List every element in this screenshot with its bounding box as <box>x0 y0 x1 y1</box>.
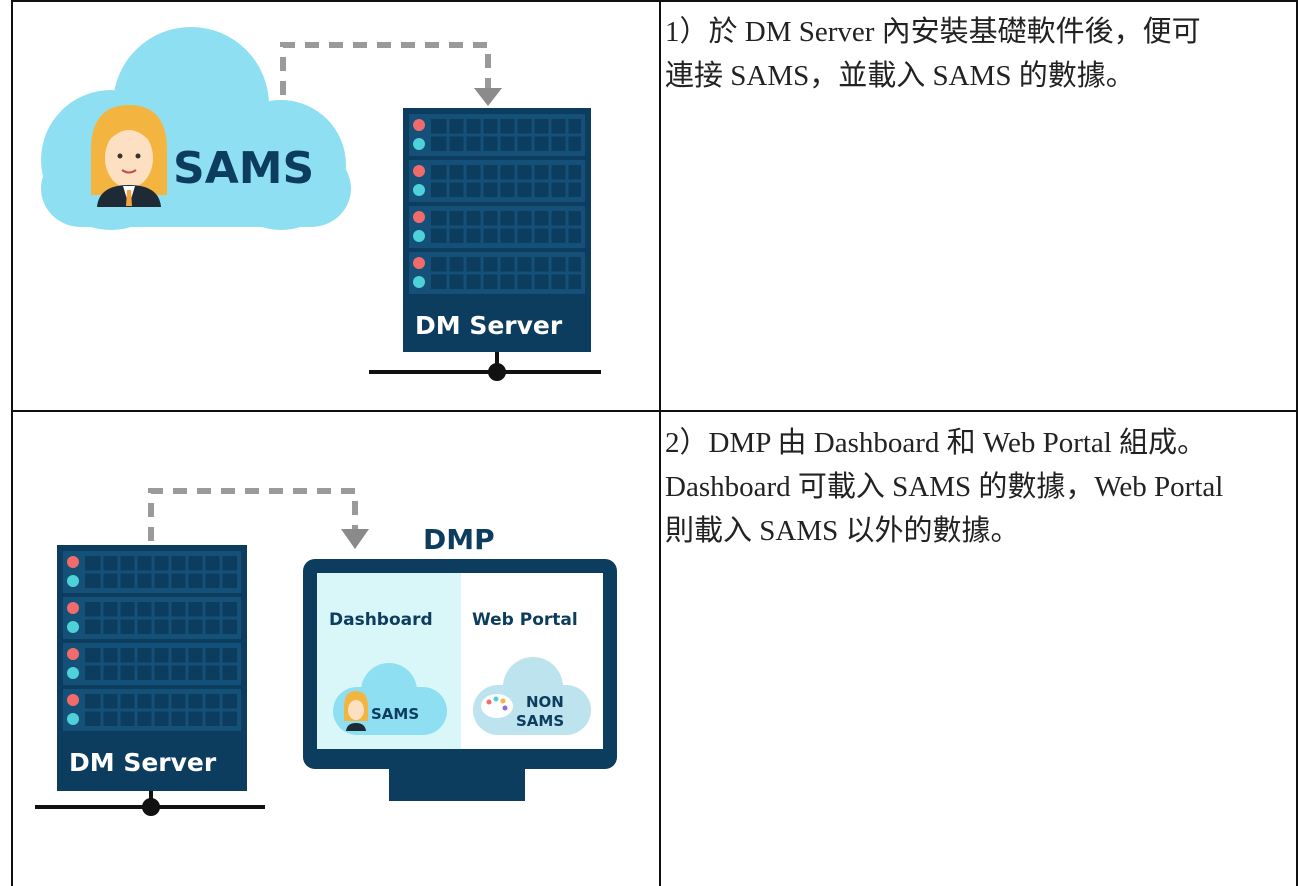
non-sams-label: SAMS <box>516 712 564 730</box>
server-unit <box>63 643 241 685</box>
arrow-down-icon <box>474 88 502 106</box>
monitor-title: DMP <box>423 523 495 556</box>
server-label: DM Server <box>69 748 217 777</box>
cloud-icon <box>41 27 351 230</box>
description-2-line-2: Dashboard 可載入 SAMS 的數據，Web Portal <box>665 471 1224 503</box>
dashboard-label: Dashboard <box>329 610 433 630</box>
table-right-border <box>1296 0 1298 886</box>
network-node-icon <box>142 798 160 816</box>
person-avatar-icon <box>91 105 167 207</box>
arrow-down-icon <box>341 529 369 549</box>
description-1-line-2: 連接 SAMS，並載入 SAMS 的數據。 <box>665 60 1135 92</box>
diagram-1: SAMS <box>41 27 601 381</box>
figure-server-to-dmp: DM Server DMP Dashboard Web Portal SAMS <box>11 411 659 886</box>
palette-icon <box>481 694 513 718</box>
table-top-border <box>11 0 1298 2</box>
table-row-1: SAMS <box>11 0 1298 411</box>
description-2-line-1: 2）DMP 由 Dashboard 和 Web Portal 組成。 <box>665 427 1207 459</box>
description-2-line-3: 則載入 SAMS 以外的數據。 <box>665 515 1020 547</box>
description-2: 2）DMP 由 Dashboard 和 Web Portal 組成。 Dashb… <box>665 411 1295 553</box>
figure-sams-to-server: SAMS <box>11 0 659 411</box>
network-node-icon <box>488 363 506 381</box>
server-unit <box>63 689 241 731</box>
table-left-border <box>11 0 13 886</box>
server-unit <box>409 206 585 248</box>
sams-label: SAMS <box>371 705 419 723</box>
server-unit <box>409 160 585 202</box>
cloud-label: SAMS <box>173 143 314 194</box>
server-unit <box>63 597 241 639</box>
web-portal-label: Web Portal <box>472 610 578 630</box>
diagram-2: DM Server DMP Dashboard Web Portal SAMS <box>35 488 617 816</box>
server-label: DM Server <box>415 311 563 340</box>
non-label: NON <box>526 693 564 711</box>
person-avatar-icon <box>344 691 368 731</box>
network-line <box>369 352 601 374</box>
server-unit <box>409 114 585 156</box>
server-unit <box>63 551 241 593</box>
dashed-connector <box>280 42 491 95</box>
monitor-stand <box>389 769 525 797</box>
description-1: 1）於 DM Server 內安裝基礎軟件後，便可 連接 SAMS，並載入 SA… <box>665 0 1295 98</box>
table-middle-border <box>659 0 661 886</box>
table-row-2: DM Server DMP Dashboard Web Portal SAMS <box>11 411 1298 886</box>
dashed-connector <box>148 488 358 541</box>
description-1-line-1: 1）於 DM Server 內安裝基礎軟件後，便可 <box>665 16 1201 48</box>
table-row-divider <box>11 410 1298 412</box>
server-unit <box>409 252 585 294</box>
